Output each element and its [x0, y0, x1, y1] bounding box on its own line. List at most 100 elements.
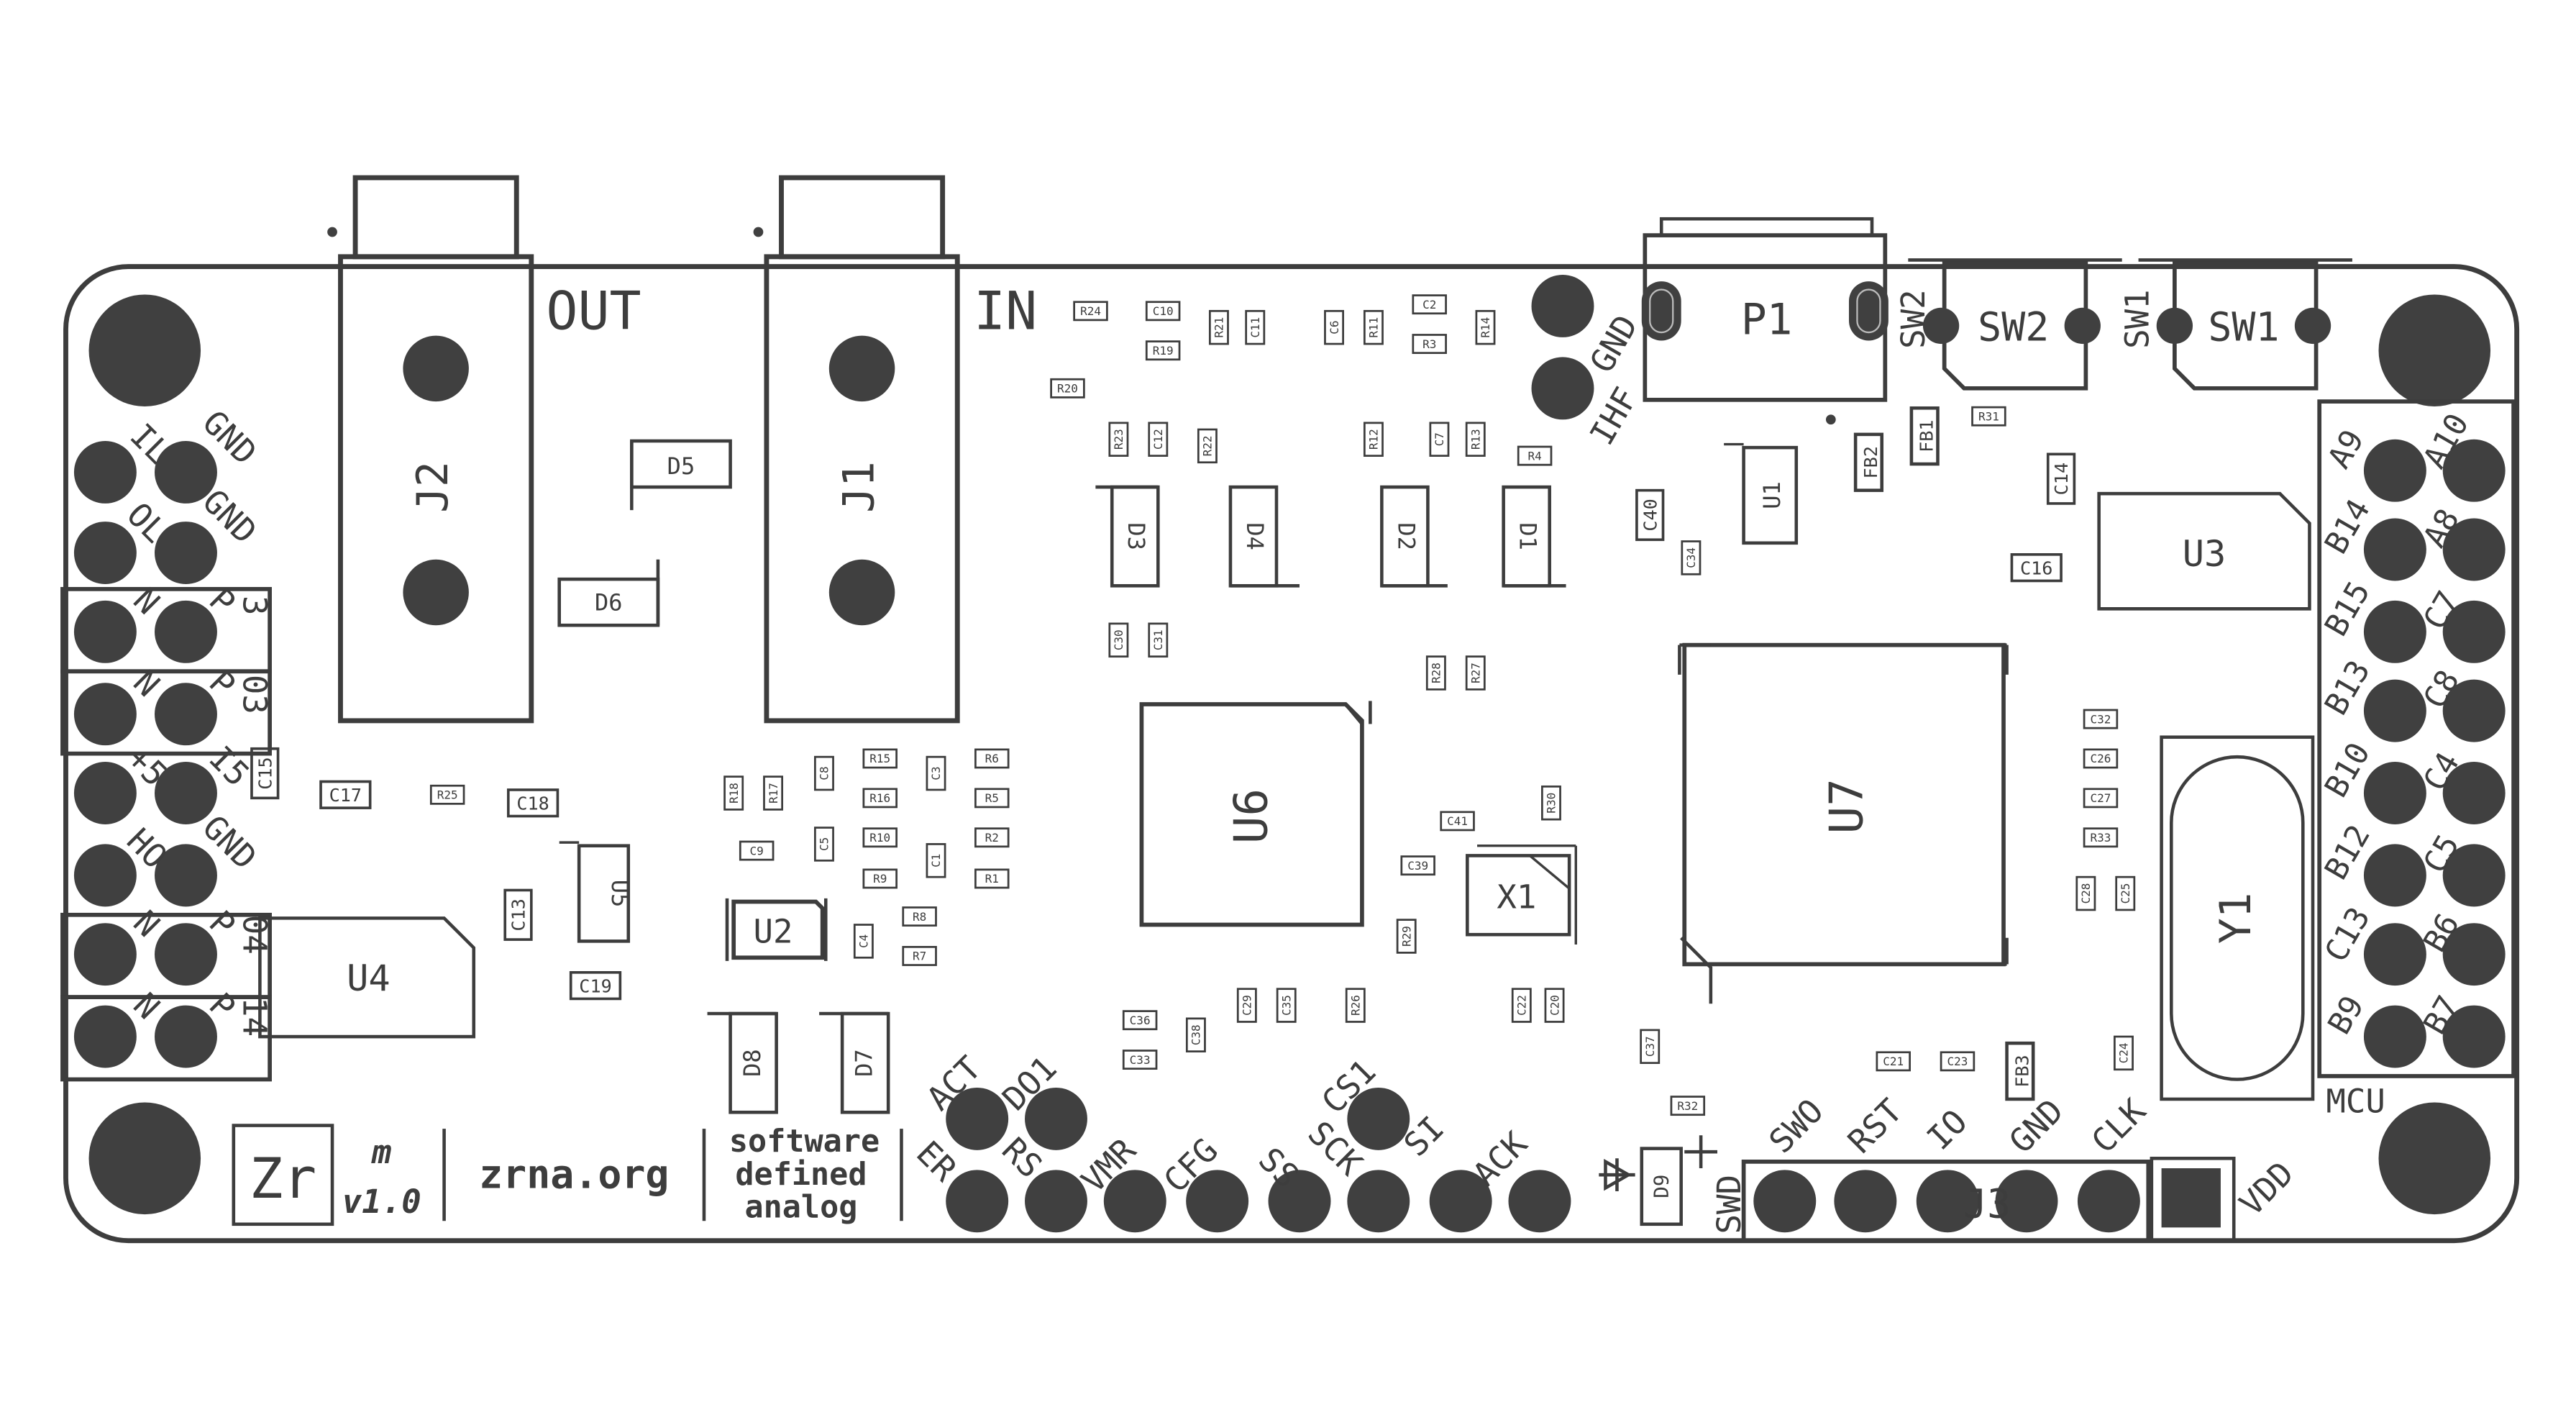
passive-c29: C29 — [1236, 988, 1257, 1023]
label-r26: R26 — [1349, 995, 1363, 1016]
label-c8: C8 — [818, 766, 831, 780]
passive-c37: C37 — [1640, 1029, 1661, 1065]
passive-c36: C36 — [1122, 1010, 1158, 1031]
label-c10: C10 — [1153, 304, 1174, 318]
pin-label-io: IO — [1919, 1103, 1974, 1157]
label-c14: C14 — [2051, 463, 2072, 495]
passive-c23: C23 — [1940, 1051, 1976, 1072]
label-c16: C16 — [2020, 557, 2052, 578]
passive-r27: R27 — [1465, 655, 1486, 691]
label-r5: R5 — [985, 791, 999, 805]
chip-u7: U7 — [1678, 642, 2009, 1004]
passive-c4: C4 — [853, 924, 874, 959]
chip-u3: U3 — [2097, 491, 2311, 611]
passive-r32: R32 — [1670, 1096, 1706, 1116]
diode-d9: D9 — [1599, 1135, 1717, 1226]
jack-j1: J1 — [753, 175, 960, 724]
passive-c34: C34 — [1681, 540, 1702, 575]
pin-label-gnd-swd: GND — [2002, 1092, 2071, 1161]
switch-sw1: SW1 SW1 — [2118, 258, 2352, 391]
passive-r2: R2 — [974, 827, 1010, 848]
passive-r33: R33 — [2083, 827, 2119, 848]
label-c29: C29 — [1241, 995, 1254, 1016]
passive-r15: R15 — [862, 748, 898, 769]
passive-r12: R12 — [1363, 422, 1384, 457]
label-d7: D7 — [850, 1049, 877, 1077]
pin-label-04: 04 — [236, 915, 274, 955]
board-outline — [63, 264, 2520, 1244]
label-c2: C2 — [1422, 298, 1436, 311]
label-r20: R20 — [1057, 382, 1078, 396]
label-c21: C21 — [1883, 1055, 1904, 1068]
label-fb1: FB1 — [1917, 419, 1937, 452]
diode-d3: D3 — [1095, 485, 1160, 588]
label-u1: U1 — [1758, 481, 1786, 509]
brand-logo: Zr — [250, 1147, 317, 1211]
label-c6: C6 — [1328, 321, 1341, 334]
brand-model: m — [371, 1133, 392, 1171]
passive-r1: R1 — [974, 868, 1010, 889]
label-c35: C35 — [1279, 995, 1293, 1016]
ferrite-fb2: FB2 — [1853, 432, 1884, 492]
label-sw2-vertical: SW2 — [1894, 289, 1932, 349]
label-c7: C7 — [1433, 432, 1446, 446]
label-sw1: SW1 — [2208, 304, 2279, 350]
label-c38: C38 — [1189, 1024, 1203, 1045]
pin-label-14: 14 — [236, 997, 274, 1037]
passive-c30: C30 — [1108, 622, 1129, 658]
label-r14: R14 — [1479, 317, 1492, 338]
passive-c24: C24 — [2114, 1035, 2134, 1071]
label-c30: C30 — [1112, 629, 1125, 650]
label-r9: R9 — [873, 872, 887, 886]
label-c18: C18 — [516, 793, 549, 814]
label-j3: J3 — [1963, 1181, 2011, 1227]
passive-c35: C35 — [1276, 988, 1297, 1023]
diode-d7: D7 — [819, 1011, 890, 1114]
label-p1: P1 — [1741, 295, 1793, 345]
passive-r5: R5 — [974, 788, 1010, 809]
label-x1: X1 — [1497, 878, 1536, 916]
passive-r4: R4 — [1517, 445, 1553, 466]
passive-c2: C2 — [1412, 294, 1447, 315]
brand-version: v1.0 — [342, 1183, 421, 1221]
label-r31: R31 — [1978, 409, 1999, 423]
passive-c10: C10 — [1145, 301, 1181, 322]
label-c26: C26 — [2091, 752, 2111, 765]
jack-j2: J2 — [327, 175, 534, 724]
brand-tagline-1: software — [729, 1124, 880, 1160]
passive-r22: R22 — [1197, 428, 1218, 464]
passive-c20: C20 — [1544, 988, 1565, 1023]
mcu-pin-a9: A9 — [2321, 424, 2371, 474]
passive-r20: R20 — [1050, 378, 1085, 399]
passive-c28: C28 — [2075, 875, 2096, 911]
usb-connector-p1: P1 — [1641, 217, 1888, 425]
crystal-y1: Y1 — [2160, 735, 2315, 1101]
passive-r31: R31 — [1971, 406, 2006, 427]
passive-r18: R18 — [723, 775, 744, 811]
passive-c1: C1 — [926, 843, 946, 878]
label-r30: R30 — [1545, 793, 1558, 814]
label-r12: R12 — [1367, 429, 1381, 450]
label-r28: R28 — [1430, 663, 1443, 683]
pad-gnd-top — [1531, 274, 1594, 337]
label-r18: R18 — [727, 783, 741, 804]
passive-r6: R6 — [974, 748, 1010, 769]
label-c1: C1 — [929, 854, 943, 868]
switch-sw2: SW2 SW2 — [1894, 258, 2122, 391]
label-r24: R24 — [1080, 304, 1101, 318]
passive-r11: R11 — [1363, 309, 1384, 345]
passive-r29: R29 — [1396, 919, 1417, 954]
passive-c7: C7 — [1429, 422, 1450, 457]
label-sw1-vertical: SW1 — [2118, 289, 2156, 349]
label-d6: D6 — [595, 589, 623, 616]
passive-c33: C33 — [1122, 1050, 1158, 1070]
label-c22: C22 — [1515, 995, 1529, 1016]
label-c13: C13 — [508, 898, 529, 931]
mounting-hole-top-right — [2378, 294, 2491, 406]
label-r1: R1 — [985, 872, 999, 886]
passive-c14: C14 — [2046, 452, 2076, 505]
label-c25: C25 — [2119, 883, 2132, 904]
label-c5: C5 — [818, 837, 831, 851]
label-swd: SWD — [1710, 1175, 1748, 1234]
